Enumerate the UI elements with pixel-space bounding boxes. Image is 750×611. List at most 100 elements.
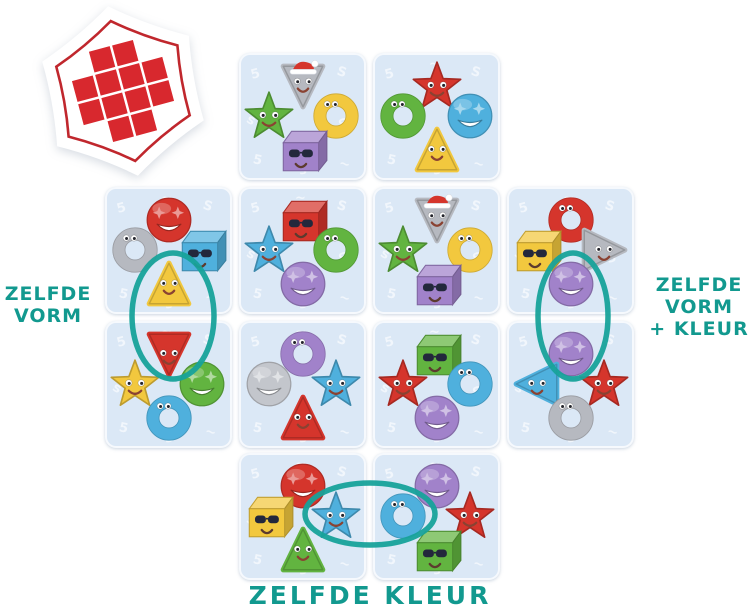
label-same-shape-color: ZELFDE VORM + KLEUR [648,274,750,341]
card-pattern-squiggle: 5 [385,286,398,303]
card-pattern-squiggle: ~ [471,289,486,308]
card-pattern-squiggle: 5 [117,420,130,437]
card-pattern-squiggle: ~ [203,423,218,442]
shape-blue-star [242,223,296,277]
shape-gray-cone [410,193,464,247]
shape-yellow-ring [309,89,363,143]
card-row1-col2[interactable]: 5S~sS5s~ [239,53,366,180]
card-row2-col4[interactable]: 5S~sS5s~ [507,187,634,314]
card-pattern-squiggle: 5 [385,152,398,169]
label-line: ZELFDE [655,274,743,296]
shape-green-ring [376,89,430,143]
card-pattern-squiggle: S [334,463,349,482]
shape-yellow-cone [142,257,196,311]
card-pattern-squiggle: ~ [337,289,352,308]
card-row4-col3[interactable]: 5S~sS5s~ [373,453,500,580]
card-pattern-squiggle: 5 [383,334,396,351]
card-pattern-squiggle: 5 [115,200,128,217]
shape-yellow-cube [242,489,296,543]
shape-red-star [443,489,497,543]
card-pattern-squiggle: 5 [249,334,262,351]
card-row2-col1[interactable]: 5S~sS5s~ [105,187,232,314]
label-line: ZELFDE [4,283,92,305]
shape-blue-ring [142,391,196,445]
card-pattern-squiggle: 5 [251,420,264,437]
shape-purple-cube [276,123,330,177]
shape-purple-ring [276,327,330,381]
card-pattern-squiggle: S [602,197,617,216]
card-row3-col3[interactable]: 5S~sS5s~ [373,321,500,448]
card-pattern-squiggle: 5 [383,466,396,483]
shape-red-ring [544,193,598,247]
label-line: + KLEUR [649,317,749,340]
shape-red-ball [142,193,196,247]
card-pattern-squiggle: 5 [385,420,398,437]
card-pattern-squiggle: S [468,197,483,216]
shape-green-cone [276,523,330,577]
label-line: VORM [13,304,83,327]
card-pattern-squiggle: 5 [519,286,532,303]
shape-silver-ball [242,357,296,411]
card-pattern-squiggle: ~ [605,423,620,442]
card-pattern-squiggle: 5 [251,152,264,169]
label-line: ZELFDE KLEUR [248,581,492,610]
card-row2-col2[interactable]: 5S~sS5s~ [239,187,366,314]
card-row3-col2[interactable]: 5S~sS5s~ [239,321,366,448]
card-pattern-squiggle: 5 [383,66,396,83]
card-row4-col2[interactable]: 5S~sS5s~ [239,453,366,580]
card-row2-col3[interactable]: 5S~sS5s~ [373,187,500,314]
shape-gray-ring [544,391,598,445]
card-pattern-squiggle: 5 [517,200,530,217]
card-pattern-squiggle: S [468,63,483,82]
card-pattern-squiggle: 5 [385,552,398,569]
card-pattern-squiggle: S [334,331,349,350]
card-pattern-squiggle: S [468,331,483,350]
pixel-cross-icon [42,6,204,176]
shape-purple-ball [544,257,598,311]
shape-green-cube [410,523,464,577]
card-pattern-squiggle: 5 [115,334,128,351]
card-pattern-squiggle: ~ [337,555,352,574]
card-pattern-squiggle: 5 [519,420,532,437]
card-pattern-squiggle: S [334,197,349,216]
card-pattern-squiggle: 5 [251,286,264,303]
card-pattern-squiggle: 5 [249,466,262,483]
card-pattern-squiggle: ~ [203,289,218,308]
label-same-shape: ZELFDE VORM [0,283,96,328]
card-pattern-squiggle: S [200,197,215,216]
card-row1-col3[interactable]: 5S~sS5s~ [373,53,500,180]
card-pattern-squiggle: ~ [337,155,352,174]
shape-green-star [242,89,296,143]
card-pattern-squiggle: 5 [383,200,396,217]
card-pattern-squiggle: ~ [337,423,352,442]
card-pattern-squiggle: S [334,63,349,82]
card-pattern-squiggle: S [468,463,483,482]
shape-yellow-ring [443,223,497,277]
card-pattern-squiggle: ~ [471,155,486,174]
pixel-cross-badge [34,2,212,180]
shape-green-ring [309,223,363,277]
card-pattern-squiggle: S [200,331,215,350]
shape-purple-ball [410,391,464,445]
card-pattern-squiggle: ~ [605,289,620,308]
shape-blue-ball [443,89,497,143]
shape-purple-cube [410,257,464,311]
card-pattern-squiggle: S [602,331,617,350]
card-row3-col4[interactable]: 5S~sS5s~ [507,321,634,448]
shape-red-cone [276,391,330,445]
shape-blue-ring [443,357,497,411]
card-pattern-squiggle: 5 [249,200,262,217]
card-pattern-squiggle: 5 [517,334,530,351]
shape-yellow-cone [410,123,464,177]
card-pattern-squiggle: 5 [251,552,264,569]
shape-red-star [410,59,464,113]
card-pattern-squiggle: 5 [249,66,262,83]
shape-gray-cone [276,59,330,113]
card-pattern-squiggle: 5 [117,286,130,303]
card-row3-col1[interactable]: 5S~sS5s~ [105,321,232,448]
card-pattern-squiggle: ~ [471,555,486,574]
card-pattern-squiggle: ~ [471,423,486,442]
label-same-color: ZELFDE KLEUR [215,581,525,611]
